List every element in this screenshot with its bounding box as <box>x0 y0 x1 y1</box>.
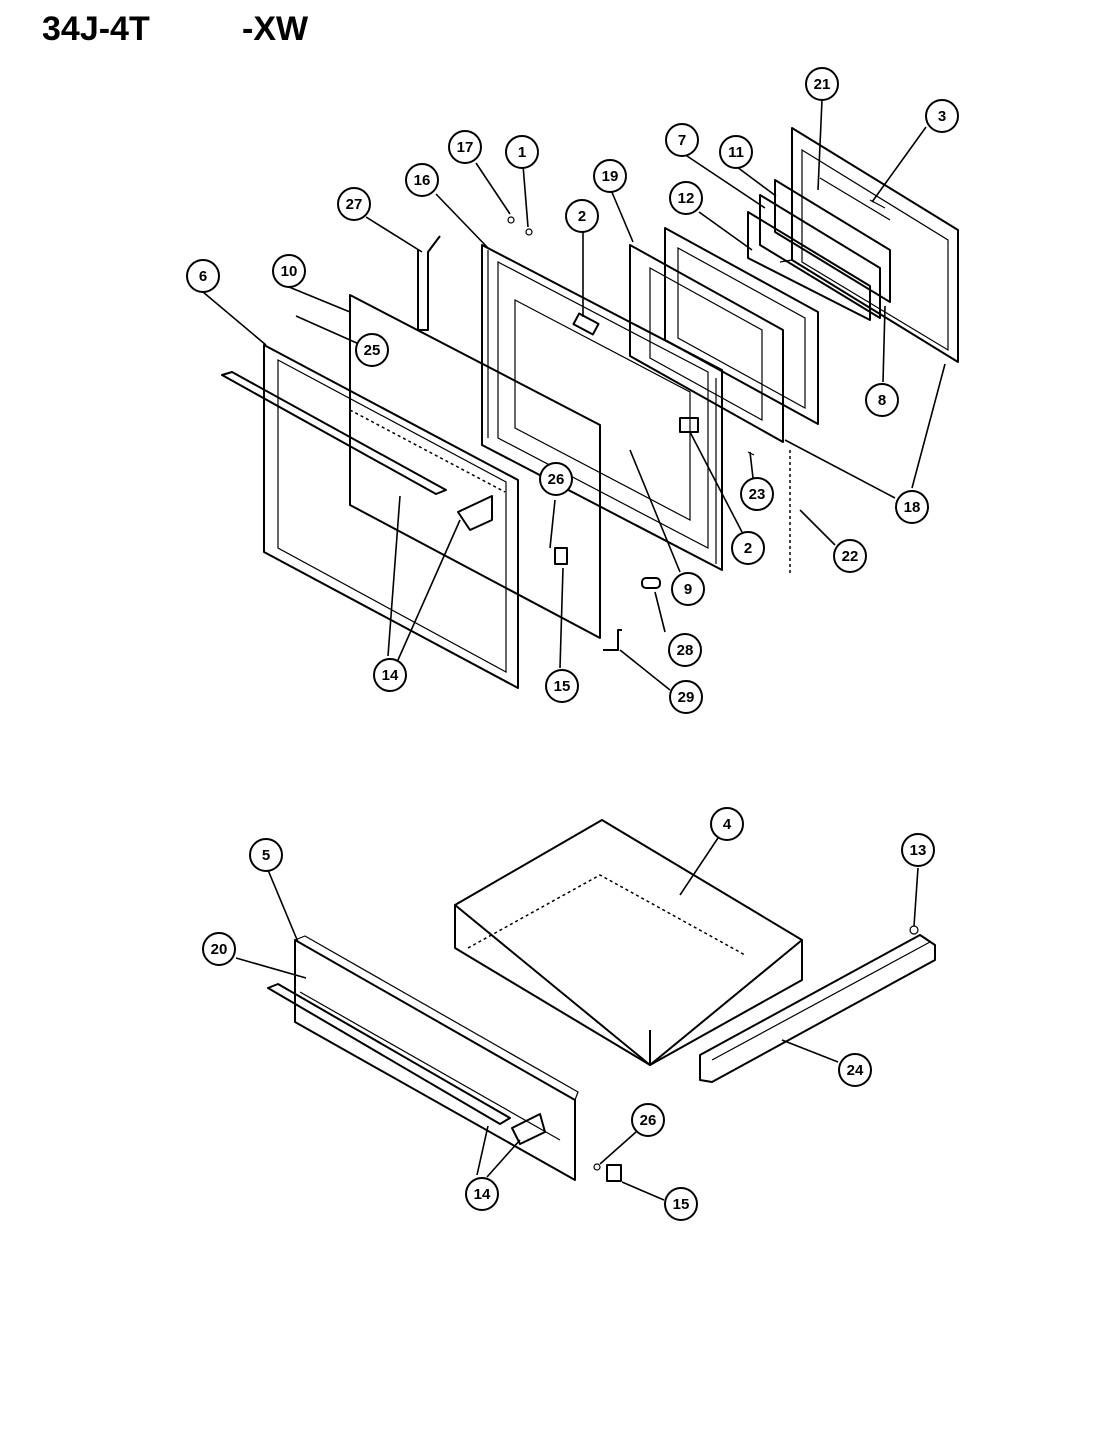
svg-text:15: 15 <box>554 678 571 695</box>
callout-25: 25 <box>355 333 389 367</box>
svg-text:7: 7 <box>678 132 686 149</box>
svg-text:6: 6 <box>199 268 207 285</box>
drawer-tub <box>454 819 803 1066</box>
callout-17: 17 <box>448 130 482 164</box>
drawer-front <box>294 935 579 1181</box>
callout-11: 11 <box>719 135 753 169</box>
callout-13: 13 <box>901 833 935 867</box>
door-handle <box>221 371 493 531</box>
svg-text:1: 1 <box>518 144 526 161</box>
callout-22: 22 <box>833 539 867 573</box>
drawer-assembly <box>267 819 936 1182</box>
callout-8: 8 <box>865 383 899 417</box>
callout-16: 16 <box>405 163 439 197</box>
callout-18: 18 <box>895 490 929 524</box>
small-hardware <box>507 216 791 651</box>
callout-5: 5 <box>249 838 283 872</box>
hinge-channel <box>417 235 441 331</box>
callout-24: 24 <box>838 1053 872 1087</box>
callout-7: 7 <box>665 123 699 157</box>
svg-text:16: 16 <box>414 172 431 189</box>
callout-29: 29 <box>669 680 703 714</box>
callout-1: 1 <box>505 135 539 169</box>
svg-text:2: 2 <box>578 208 586 225</box>
model-suffix: -XW <box>242 10 309 48</box>
callout-10: 10 <box>272 254 306 288</box>
svg-text:24: 24 <box>847 1062 864 1079</box>
svg-text:8: 8 <box>878 392 886 409</box>
callout-20: 20 <box>202 932 236 966</box>
callout-4: 4 <box>710 807 744 841</box>
callout-12: 12 <box>669 181 703 215</box>
callout-26-top: 26 <box>539 462 573 496</box>
svg-text:29: 29 <box>678 689 695 706</box>
svg-text:18: 18 <box>904 499 921 516</box>
svg-text:11: 11 <box>728 144 744 161</box>
svg-text:17: 17 <box>457 139 474 156</box>
svg-text:15: 15 <box>673 1196 690 1213</box>
glass-pack <box>747 177 891 321</box>
svg-text:2: 2 <box>744 540 752 557</box>
callout-23: 23 <box>740 477 774 511</box>
callout-6: 6 <box>186 259 220 293</box>
glass-frame <box>664 227 819 425</box>
svg-text:4: 4 <box>723 816 732 833</box>
callout-15-top: 15 <box>545 669 579 703</box>
callout-3: 3 <box>925 99 959 133</box>
svg-text:28: 28 <box>677 642 694 659</box>
svg-text:20: 20 <box>211 941 228 958</box>
svg-text:5: 5 <box>262 847 270 864</box>
insulation-sheet <box>349 294 601 639</box>
svg-text:22: 22 <box>842 548 859 565</box>
svg-text:27: 27 <box>346 196 363 213</box>
callout-2-right: 2 <box>731 531 765 565</box>
leader-lines <box>202 99 946 1201</box>
svg-text:14: 14 <box>382 667 399 684</box>
callout-14-top: 14 <box>373 658 407 692</box>
window-frame <box>629 244 784 443</box>
svg-text:12: 12 <box>678 190 695 207</box>
svg-text:19: 19 <box>602 168 619 185</box>
drawer-handle <box>267 983 546 1145</box>
svg-text:25: 25 <box>364 342 381 359</box>
callout-21: 21 <box>805 67 839 101</box>
svg-text:23: 23 <box>749 486 766 503</box>
callout-28: 28 <box>668 633 702 667</box>
model-prefix: 34J-4T <box>42 10 150 48</box>
svg-text:3: 3 <box>938 108 946 125</box>
svg-text:9: 9 <box>684 581 692 598</box>
svg-text:14: 14 <box>474 1186 491 1203</box>
drawer-hardware <box>593 925 919 1182</box>
svg-text:21: 21 <box>814 76 831 93</box>
callout-19: 19 <box>593 159 627 193</box>
door-liner <box>481 244 723 571</box>
svg-text:10: 10 <box>281 263 298 280</box>
callout-2-top: 2 <box>565 199 599 233</box>
svg-text:26: 26 <box>548 471 565 488</box>
oven-door-assembly <box>221 127 959 689</box>
callouts: 6 10 25 27 16 17 1 2 19 7 11 12 21 3 8 1… <box>186 67 959 1221</box>
svg-text:26: 26 <box>640 1112 657 1129</box>
inner-door-panel <box>779 127 959 363</box>
callout-15-bottom: 15 <box>664 1187 698 1221</box>
svg-text:13: 13 <box>910 842 927 859</box>
callout-27: 27 <box>337 187 371 221</box>
drawer-slide <box>699 934 936 1083</box>
callout-14-bottom: 14 <box>465 1177 499 1211</box>
callout-26-bottom: 26 <box>631 1103 665 1137</box>
callout-9: 9 <box>671 572 705 606</box>
outer-door-frame <box>263 344 519 689</box>
